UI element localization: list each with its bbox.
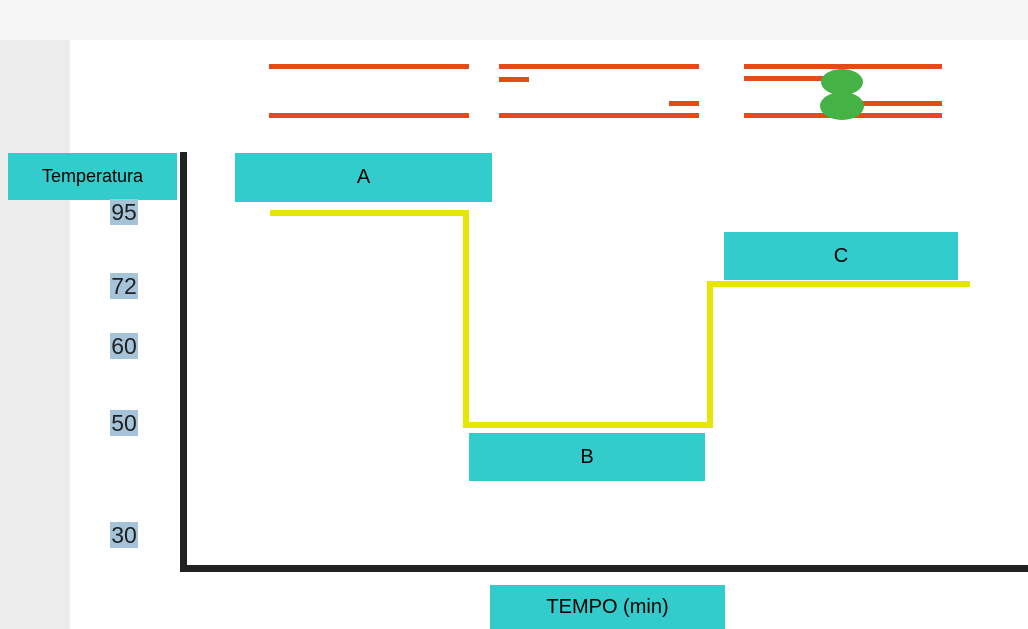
y-tick-30: 30 — [110, 522, 138, 548]
new-strand — [744, 76, 839, 81]
dna-state-polymerase-bound — [744, 64, 942, 120]
y-axis — [180, 152, 187, 570]
temperature-line — [270, 210, 970, 428]
dna-strand — [269, 64, 469, 69]
background-edge-left — [0, 0, 70, 629]
y-tick-50: 50 — [110, 410, 138, 436]
background-edge-top — [0, 0, 1028, 40]
dna-strand — [499, 113, 699, 118]
dna-state-separated-with-primers — [499, 64, 699, 118]
y-tick-72: 72 — [110, 273, 138, 299]
y-tick-60: 60 — [110, 333, 138, 359]
x-axis-label: TEMPO (min) — [490, 585, 725, 629]
dna-strand — [744, 64, 942, 69]
dna-state-double-strand — [269, 64, 469, 118]
step-a-label: A — [235, 153, 492, 202]
step-c-label: C — [724, 232, 958, 280]
primer — [669, 101, 699, 106]
dna-strand — [499, 64, 699, 69]
axes — [180, 152, 1028, 572]
new-strand — [842, 101, 942, 106]
step-b-label: B — [469, 433, 705, 481]
y-tick-95: 95 — [110, 199, 138, 225]
x-axis — [180, 565, 1028, 572]
dna-strand — [269, 113, 469, 118]
polymerase-icon — [820, 69, 864, 120]
primer — [499, 77, 529, 82]
y-axis-label: Temperatura — [8, 153, 177, 200]
